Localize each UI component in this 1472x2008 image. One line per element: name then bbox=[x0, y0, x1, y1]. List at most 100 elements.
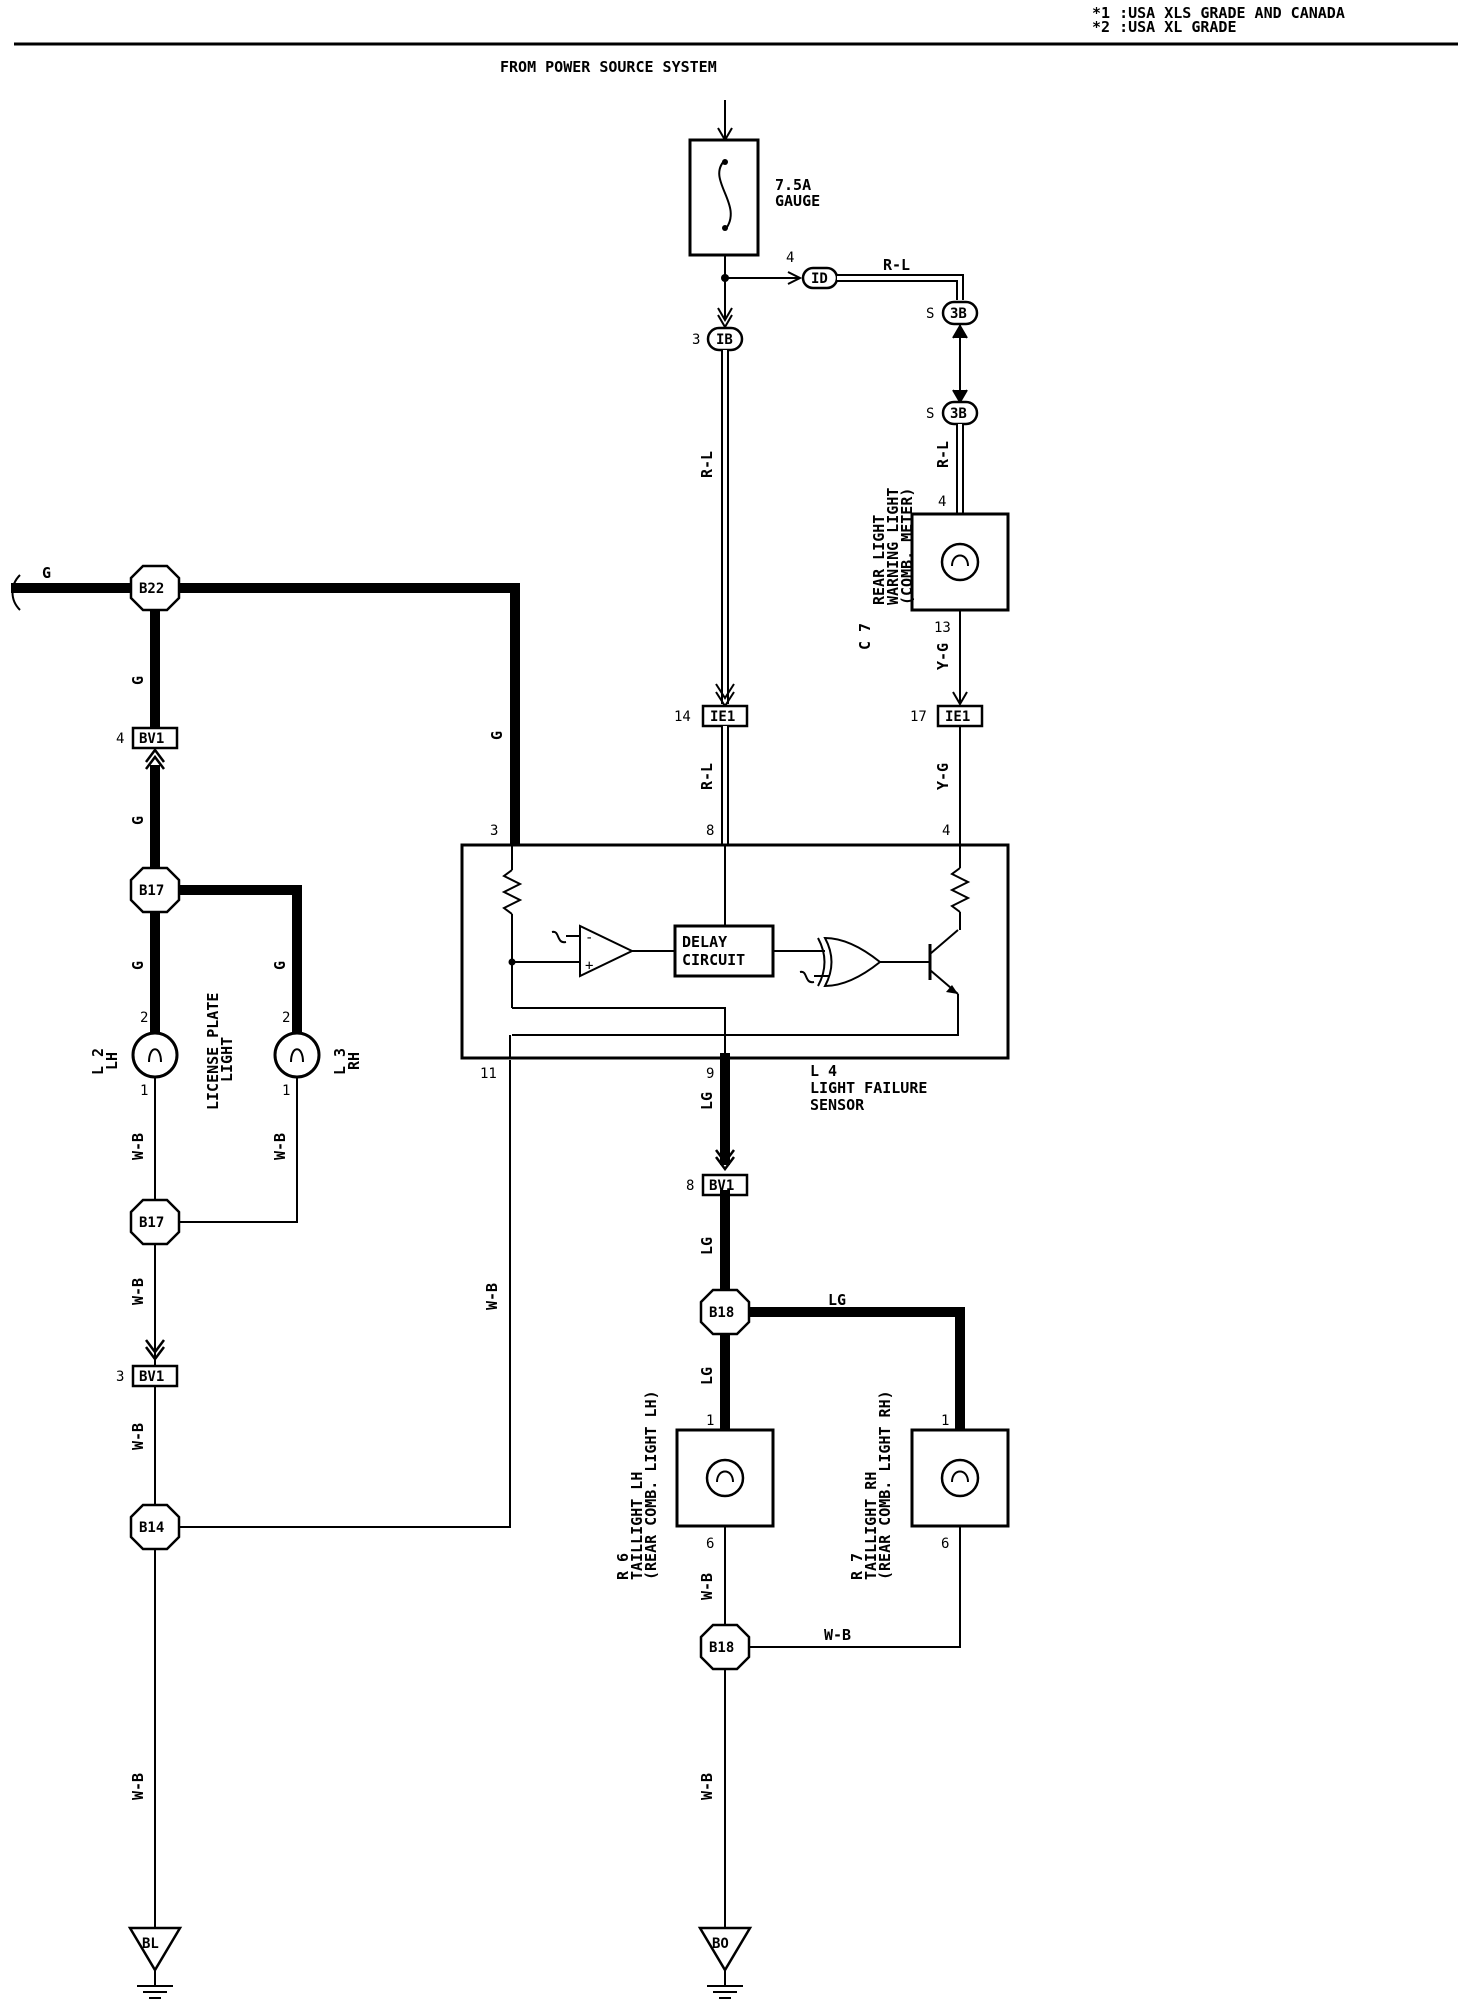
r7-line1: TAILLIGHT RH bbox=[862, 1472, 880, 1580]
arrow-to-id bbox=[787, 271, 803, 285]
r6-code: R 6 bbox=[614, 1553, 632, 1580]
wire-g-sensor-label: G bbox=[488, 731, 506, 740]
wire-wb-left-2-label: W-B bbox=[129, 1278, 147, 1305]
fuse-symbol bbox=[718, 159, 732, 231]
pin-id-4: 4 bbox=[786, 250, 794, 266]
c7-code: C 7 bbox=[856, 623, 874, 650]
connector-ie1-center-label: IE1 bbox=[710, 709, 735, 725]
pin-r6-6: 6 bbox=[706, 1536, 714, 1552]
sensor-node-left bbox=[508, 958, 516, 966]
arrow-bv1-down-2 bbox=[145, 1346, 165, 1362]
pin-sensor-3: 3 bbox=[490, 823, 498, 839]
arrow-to-ib bbox=[717, 307, 733, 322]
c7-line2: WARNING LIGHT bbox=[884, 488, 902, 605]
connector-b17-lower bbox=[129, 1198, 181, 1246]
wire-g-top bbox=[11, 583, 520, 850]
pin-sensor-4: 4 bbox=[942, 823, 950, 839]
arrow-bv1-down bbox=[145, 1339, 165, 1355]
note-2: *2 :USA XL GRADE bbox=[1092, 18, 1237, 36]
wire-g-l3 bbox=[150, 885, 302, 1035]
power-source-label: FROM POWER SOURCE SYSTEM bbox=[500, 58, 717, 76]
comparator-minus: - bbox=[585, 930, 593, 946]
ground-bo bbox=[697, 1926, 753, 1973]
sensor-code: L 4 bbox=[810, 1062, 837, 1080]
pin-sensor-8: 8 bbox=[706, 823, 714, 839]
pin-bv1-8: 8 bbox=[686, 1178, 694, 1194]
sensor-int-to-pin9 bbox=[512, 1007, 726, 1058]
arrow-bv1-up-2 bbox=[145, 754, 165, 770]
connector-b18-lower-label: B18 bbox=[709, 1640, 734, 1656]
connector-b18-lower bbox=[699, 1623, 751, 1671]
or-gate bbox=[823, 936, 882, 988]
delay-line2: CIRCUIT bbox=[682, 951, 745, 969]
connector-b22-label: B22 bbox=[139, 581, 164, 597]
connector-bv1-upper-label: BV1 bbox=[139, 731, 164, 747]
pin-l3-1: 1 bbox=[282, 1083, 290, 1099]
arrow-bv1-up bbox=[145, 747, 165, 763]
wire-wb-left-3-label: W-B bbox=[129, 1423, 147, 1450]
r7-code: R 7 bbox=[848, 1553, 866, 1580]
connector-3b-lower-label: 3B bbox=[950, 406, 967, 422]
comparator bbox=[579, 924, 635, 978]
pin-s-upper: S bbox=[926, 306, 934, 322]
pin-r7-6: 6 bbox=[941, 1536, 949, 1552]
transistor-emitter-arrow bbox=[946, 985, 958, 994]
connector-b18-upper bbox=[699, 1288, 751, 1336]
c7-filament bbox=[951, 554, 969, 567]
wire-wb-right-label: W-B bbox=[698, 1773, 716, 1800]
wire-lg-r7-label: LG bbox=[828, 1291, 846, 1309]
pin-ie1-17: 17 bbox=[910, 709, 927, 725]
connector-b17-lower-label: B17 bbox=[139, 1215, 164, 1231]
ground-bl bbox=[127, 1926, 183, 1973]
sensor-int-emitter-ground bbox=[512, 994, 959, 1036]
l3-filament bbox=[290, 1048, 304, 1063]
or-gate-xor-line bbox=[817, 937, 826, 987]
r7-filament bbox=[951, 1470, 969, 1483]
connector-3b-upper-label: 3B bbox=[950, 306, 967, 322]
note-1: *1 :USA XLS GRADE AND CANADA bbox=[1092, 4, 1345, 22]
or-gate-hysteresis bbox=[799, 970, 815, 984]
connector-b22 bbox=[129, 564, 181, 612]
connector-b14 bbox=[129, 1503, 181, 1551]
wire-lg-1-label: LG bbox=[698, 1092, 716, 1110]
pin-r6-1: 1 bbox=[706, 1413, 714, 1429]
wire-wb-left-4-label: W-B bbox=[129, 1773, 147, 1800]
wire-yg-lower-label: Y-G bbox=[934, 763, 952, 790]
sensor-resistor-left bbox=[501, 869, 523, 915]
wire-wb-r6-label: W-B bbox=[698, 1573, 716, 1600]
comparator-plus: + bbox=[585, 958, 593, 974]
wire-rl-sensor-label: R-L bbox=[698, 763, 716, 790]
wire-lg-r6-label: LG bbox=[698, 1367, 716, 1385]
wire-yg-upper-label: Y-G bbox=[934, 643, 952, 670]
pin-r7-1: 1 bbox=[941, 1413, 949, 1429]
arrow-3b-down bbox=[952, 389, 968, 404]
pin-ie1-14: 14 bbox=[674, 709, 691, 725]
wire-wb-l3 bbox=[179, 1077, 298, 1223]
fuse-terminal-top bbox=[722, 159, 728, 165]
wire-wb-r7-label: W-B bbox=[824, 1626, 851, 1644]
l3-code: L 3 bbox=[331, 1048, 349, 1075]
pin-l2-2: 2 bbox=[140, 1010, 148, 1026]
pin-bv1-3: 3 bbox=[116, 1369, 124, 1385]
l2-bulb bbox=[131, 1031, 179, 1079]
wire-lg-2-label: LG bbox=[698, 1237, 716, 1255]
pin-l2-1: 1 bbox=[140, 1083, 148, 1099]
sensor-name-line1: LIGHT FAILURE bbox=[810, 1079, 927, 1097]
connector-b14-label: B14 bbox=[139, 1520, 164, 1536]
pin-sensor-11: 11 bbox=[480, 1066, 497, 1082]
license-line2: LIGHT bbox=[218, 1037, 236, 1082]
r6-line2: (REAR COMB. LIGHT LH) bbox=[642, 1390, 660, 1580]
wire-rl-top-inner bbox=[837, 276, 962, 300]
ground-bl-label: BL bbox=[142, 1936, 159, 1952]
wire-g-left-1-label: G bbox=[129, 676, 147, 685]
c7-line1: REAR LIGHT bbox=[870, 515, 888, 605]
pin-c7-4: 4 bbox=[938, 494, 946, 510]
r6-line1: TAILLIGHT LH bbox=[628, 1472, 646, 1580]
pin-sensor-9: 9 bbox=[706, 1066, 714, 1082]
pin-s-lower: S bbox=[926, 406, 934, 422]
transistor-collector bbox=[929, 929, 959, 955]
fuse-box bbox=[688, 138, 760, 257]
l2-side: LH bbox=[103, 1052, 121, 1070]
l2-code: L 2 bbox=[89, 1048, 107, 1075]
pin-c7-13: 13 bbox=[934, 620, 951, 636]
